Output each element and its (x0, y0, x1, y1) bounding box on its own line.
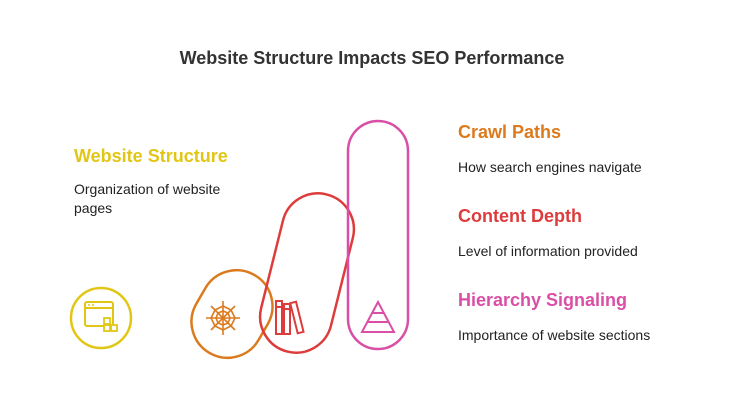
hierarchy-signaling-pill (346, 119, 410, 351)
content-depth-description: Level of information provided (458, 243, 638, 259)
crawl-paths-heading: Crawl Paths (458, 122, 562, 142)
hierarchy-signaling-heading: Hierarchy Signaling (458, 290, 628, 310)
website-structure-description: Organization of website pages (74, 181, 221, 216)
hierarchy-signaling-description: Importance of website sections (458, 327, 651, 343)
books-icon (275, 300, 305, 335)
content-depth-heading: Content Depth (458, 206, 582, 226)
diagram-title: Website Structure Impacts SEO Performanc… (179, 48, 565, 68)
pyramid-icon (360, 299, 396, 333)
crawl-paths-description: How search engines navigate (458, 159, 642, 175)
website-structure-heading: Website Structure (74, 146, 228, 166)
website-layout-icon (69, 286, 133, 350)
spider-web-icon (206, 301, 240, 335)
content-depth-pill (258, 192, 356, 354)
